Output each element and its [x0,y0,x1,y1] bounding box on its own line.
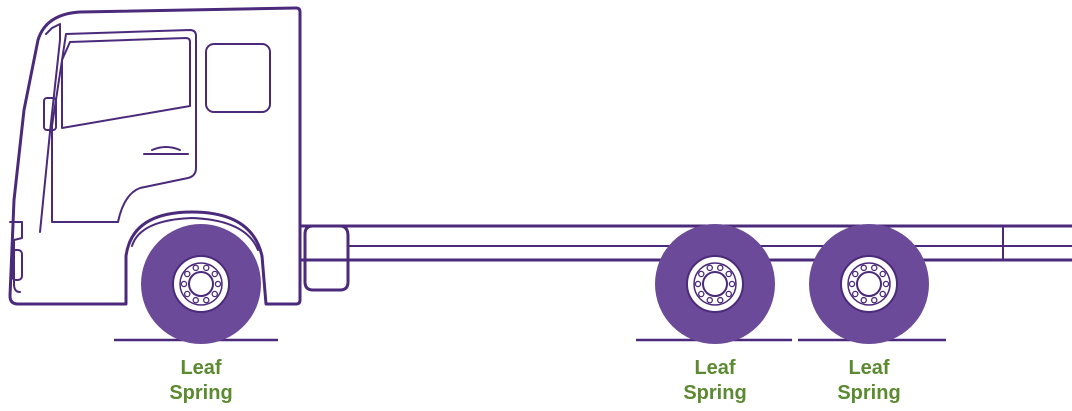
lug-nut [879,290,886,298]
lug-nut [192,296,199,304]
lug-nut [717,264,724,272]
cab-door [51,29,197,223]
cab-inner-edge [39,23,61,233]
lug-nut [214,280,222,288]
lug-nut [725,270,732,278]
label-line-2: Spring [169,382,233,404]
lug-nut [697,290,705,298]
lug-nut [871,264,878,272]
side-mirror [43,97,57,131]
front-wheel [141,224,261,344]
front-bumper [9,221,23,293]
lug-nut [203,296,210,304]
label-line-1: Leaf [848,357,890,379]
lug-nut [848,280,856,288]
hub-center [702,271,728,297]
wheel-arch [131,217,259,251]
lug-nut [851,290,859,298]
lug-nut [211,270,218,278]
rear-axle-1-label: Leaf Spring [655,356,775,406]
label-line-2: Spring [683,382,747,404]
hub-ring [179,262,223,306]
lug-nut [882,280,890,288]
hub-ring [693,262,737,306]
lug-nut [203,264,210,272]
lug-nut [694,280,702,288]
lug-nut [180,280,188,288]
cab-body [8,6,302,306]
hub-center [188,271,214,297]
lug-nut [697,270,705,278]
door-handle [143,146,189,155]
rear-wheel-1 [655,224,775,344]
lug-nut [860,264,867,272]
lug-nut [879,270,886,278]
lug-nut [871,296,878,304]
lug-nut [192,264,199,272]
hub-ring [847,262,891,306]
front-axle-label: Leaf Spring [141,356,261,406]
lug-nut [725,290,732,298]
lug-nut [183,290,191,298]
rear-cab-window [205,43,271,113]
lug-nut [717,296,724,304]
headlight [11,249,23,281]
rear-axle-2-label: Leaf Spring [809,356,929,406]
lug-nut [860,296,867,304]
lug-nut [706,296,713,304]
hub-center [856,271,882,297]
lug-nut [211,290,218,298]
door-window [61,37,191,129]
label-line-1: Leaf [180,357,222,379]
lug-nut [851,270,859,278]
label-line-1: Leaf [694,357,736,379]
fuel-tank [303,224,350,292]
rear-wheel-2 [809,224,929,344]
lug-nut [183,270,191,278]
label-line-2: Spring [837,382,901,404]
lug-nut [706,264,713,272]
lug-nut [728,280,736,288]
